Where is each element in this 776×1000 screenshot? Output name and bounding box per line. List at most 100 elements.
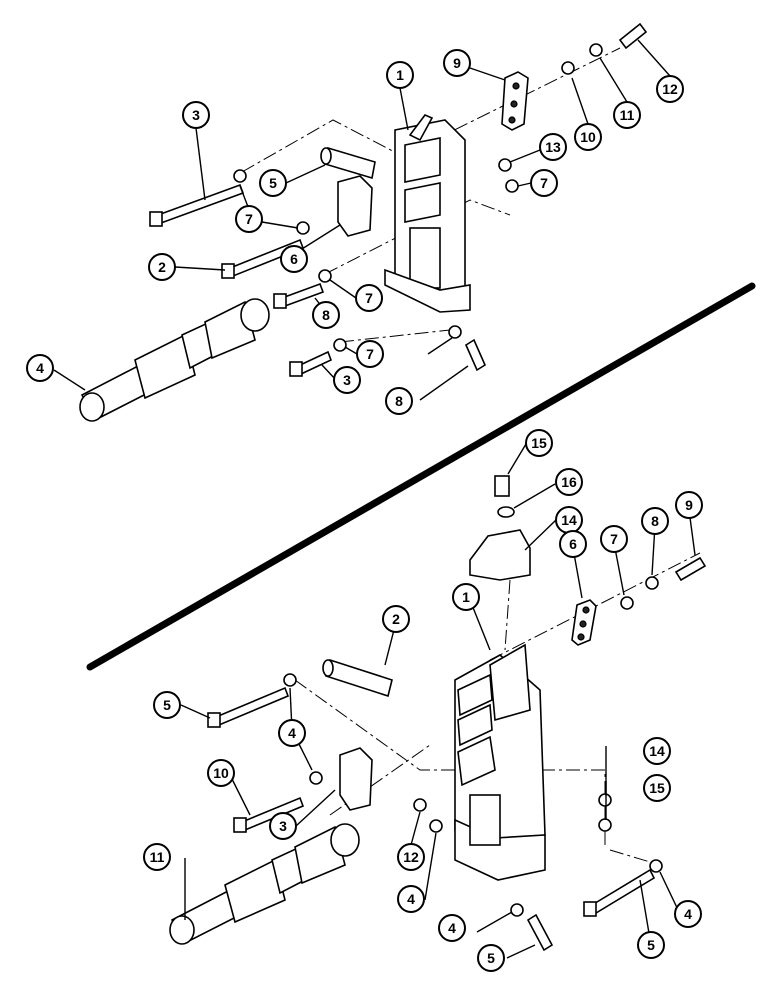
svg-text:8: 8 bbox=[651, 513, 659, 529]
svg-text:8: 8 bbox=[322, 307, 330, 323]
callout: 10 bbox=[207, 759, 235, 787]
callout: 4 bbox=[397, 885, 425, 913]
callout: 11 bbox=[613, 101, 641, 129]
lower-washer bbox=[620, 596, 634, 610]
callout: 1 bbox=[386, 61, 414, 89]
upper-turnbuckle bbox=[79, 298, 270, 422]
lower-callouts: 15 16 14 9 8 7 6 2 1 5 4 10 3 14 15 12 4… bbox=[143, 429, 703, 972]
callout: 5 bbox=[153, 691, 181, 719]
lower-bolt-9 bbox=[674, 556, 707, 582]
lower-washer bbox=[283, 673, 297, 687]
callout: 15 bbox=[525, 429, 553, 457]
svg-text:7: 7 bbox=[540, 175, 548, 191]
callout: 15 bbox=[643, 774, 671, 802]
upper-bolt-3 bbox=[156, 183, 245, 225]
lower-washer bbox=[645, 576, 659, 590]
upper-block bbox=[337, 175, 373, 237]
svg-text:4: 4 bbox=[407, 891, 415, 907]
upper-assembly bbox=[53, 22, 671, 422]
lower-washer bbox=[429, 819, 443, 833]
upper-bolt-8b bbox=[464, 338, 487, 372]
callout: 16 bbox=[555, 468, 583, 496]
svg-text:5: 5 bbox=[647, 937, 655, 953]
lower-block bbox=[339, 747, 373, 811]
lower-bolt-5c bbox=[526, 913, 554, 952]
lower-washer bbox=[598, 793, 612, 807]
svg-text:5: 5 bbox=[163, 697, 171, 713]
callout: 2 bbox=[382, 605, 410, 633]
lower-bolt-15 bbox=[494, 475, 510, 497]
lower-top-clamp bbox=[469, 529, 531, 581]
svg-text:3: 3 bbox=[279, 818, 287, 834]
upper-bolt-8 bbox=[280, 282, 325, 308]
svg-text:3: 3 bbox=[192, 107, 200, 123]
callout: 8 bbox=[312, 301, 340, 329]
svg-text:10: 10 bbox=[580, 129, 596, 145]
callout: 3 bbox=[182, 101, 210, 129]
callout: 12 bbox=[397, 843, 425, 871]
callout: 9 bbox=[675, 491, 703, 519]
upper-washer bbox=[296, 221, 310, 235]
svg-text:4: 4 bbox=[36, 360, 44, 376]
lower-nut bbox=[598, 818, 612, 832]
upper-washer bbox=[318, 269, 332, 283]
callout: 14 bbox=[555, 506, 583, 534]
lower-washer bbox=[510, 903, 524, 917]
upper-washer bbox=[448, 325, 462, 339]
lower-washer-16 bbox=[497, 506, 515, 518]
callout: 3 bbox=[269, 812, 297, 840]
svg-text:12: 12 bbox=[403, 849, 419, 865]
svg-text:5: 5 bbox=[487, 950, 495, 966]
svg-text:14: 14 bbox=[561, 512, 577, 528]
callout: 5 bbox=[259, 169, 287, 197]
svg-text:1: 1 bbox=[396, 67, 404, 83]
upper-pin bbox=[324, 146, 376, 180]
svg-text:3: 3 bbox=[343, 372, 351, 388]
callout: 4 bbox=[674, 900, 702, 928]
svg-text:2: 2 bbox=[392, 611, 400, 627]
callout: 7 bbox=[235, 205, 263, 233]
svg-text:11: 11 bbox=[620, 107, 635, 123]
callout: 9 bbox=[443, 49, 471, 77]
lower-assembly bbox=[169, 443, 707, 959]
lower-bracket bbox=[454, 643, 546, 881]
callout: 8 bbox=[385, 387, 413, 415]
svg-text:6: 6 bbox=[290, 251, 298, 267]
lower-pin bbox=[325, 658, 393, 698]
upper-bracket bbox=[384, 114, 471, 313]
svg-text:7: 7 bbox=[366, 346, 374, 362]
callout: 3 bbox=[333, 366, 361, 394]
svg-text:6: 6 bbox=[569, 536, 577, 552]
svg-text:11: 11 bbox=[150, 849, 165, 865]
callout: 12 bbox=[656, 75, 684, 103]
upper-nut bbox=[498, 158, 512, 172]
upper-washer bbox=[561, 61, 575, 75]
callout: 6 bbox=[559, 530, 587, 558]
upper-bolt-3b bbox=[296, 350, 333, 376]
section-divider bbox=[86, 282, 756, 671]
upper-washer bbox=[233, 169, 247, 183]
svg-text:15: 15 bbox=[531, 435, 547, 451]
lower-washer bbox=[649, 859, 663, 873]
svg-text:14: 14 bbox=[649, 743, 665, 759]
svg-text:9: 9 bbox=[453, 55, 461, 71]
callout: 8 bbox=[641, 507, 669, 535]
lower-bolt-5 bbox=[214, 686, 290, 727]
callout: 10 bbox=[574, 123, 602, 151]
svg-text:1: 1 bbox=[462, 589, 470, 605]
callout: 5 bbox=[637, 931, 665, 959]
callout: 1 bbox=[452, 583, 480, 611]
callout: 7 bbox=[356, 340, 384, 368]
callout: 7 bbox=[355, 284, 383, 312]
svg-text:2: 2 bbox=[158, 259, 166, 275]
lower-nut bbox=[413, 798, 427, 812]
callout: 7 bbox=[530, 169, 558, 197]
callout: 7 bbox=[600, 525, 628, 553]
svg-text:12: 12 bbox=[662, 81, 678, 97]
callout: 4 bbox=[26, 354, 54, 382]
upper-bolt-12 bbox=[618, 22, 648, 50]
svg-text:4: 4 bbox=[684, 906, 692, 922]
callout: 4 bbox=[438, 914, 466, 942]
svg-text:4: 4 bbox=[288, 725, 296, 741]
upper-washer bbox=[589, 43, 603, 57]
